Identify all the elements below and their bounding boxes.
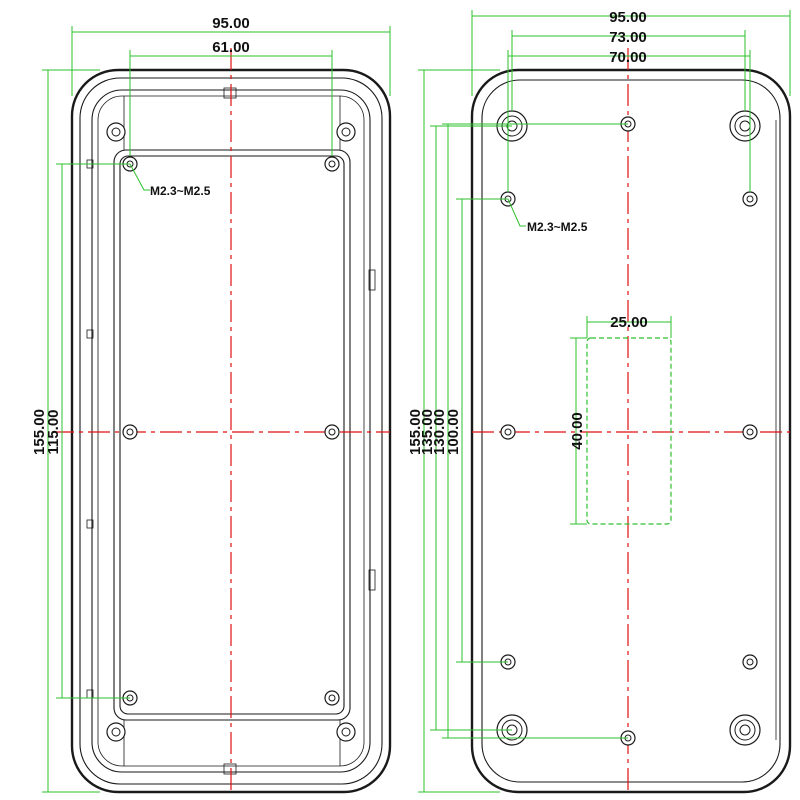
left-pcb-screw-hole <box>324 156 340 172</box>
right-view: 95.00 73.00 70.00 155.00 135.00 130.00 1… <box>407 9 792 794</box>
left-enclosure-outline <box>70 68 392 794</box>
left-corner-screw-hole <box>106 122 126 142</box>
right-dimension-lines <box>418 10 791 793</box>
right-corner-boss <box>729 714 761 746</box>
right-enclosure-outline <box>470 68 792 794</box>
left-corner-screw-hole <box>106 722 126 742</box>
left-hole-spacing-height-label: 115.00 <box>45 409 62 454</box>
left-pcb-screw-hole <box>324 424 340 440</box>
right-screw-holes <box>500 116 758 746</box>
left-mounting-holes <box>106 122 356 742</box>
right-overall-width-label: 95.00 <box>609 9 647 26</box>
right-dimension-labels: 95.00 73.00 70.00 155.00 135.00 130.00 1… <box>407 9 648 455</box>
right-screw-hole <box>742 654 758 670</box>
right-hole-spacing-height-inner-label: 100.00 <box>445 409 462 455</box>
right-center-lines <box>472 48 790 792</box>
right-overall-height-label: 155.00 <box>407 409 424 455</box>
right-panel-cutout <box>586 337 672 525</box>
left-overall-height-label: 155.00 <box>31 409 48 455</box>
left-corner-screw-hole <box>336 122 356 142</box>
right-cutout-width-label: 25.00 <box>610 314 648 331</box>
right-screw-hole <box>742 424 758 440</box>
left-dimension-lines <box>42 26 391 793</box>
left-hole-spacing-width-label: 61.00 <box>212 39 250 56</box>
right-boss-spacing-height-label: 135.00 <box>419 409 436 455</box>
left-pcb-screw-hole <box>122 424 138 440</box>
left-overall-width-label: 95.00 <box>212 15 250 32</box>
right-hole-spacing-width-label: 70.00 <box>609 49 647 66</box>
left-center-lines <box>52 48 390 792</box>
left-dimension-labels: 95.00 61.00 155.00 115.00 M2.3~M2.5 <box>31 15 250 455</box>
right-screw-hole <box>742 191 758 207</box>
left-view: 95.00 61.00 155.00 115.00 M2.3~M2.5 <box>31 15 392 794</box>
right-corner-boss <box>729 110 761 142</box>
right-hole-spacing-height-outer-label: 130.00 <box>431 409 448 455</box>
left-corner-screw-hole <box>336 722 356 742</box>
right-cutout-height-label: 40.00 <box>569 412 586 450</box>
right-screw-hole <box>500 424 516 440</box>
left-screw-size-note: M2.3~M2.5 <box>150 184 211 198</box>
right-boss-spacing-width-label: 73.00 <box>609 29 647 46</box>
left-pcb-screw-hole <box>324 690 340 706</box>
right-screw-size-note: M2.3~M2.5 <box>527 220 588 234</box>
